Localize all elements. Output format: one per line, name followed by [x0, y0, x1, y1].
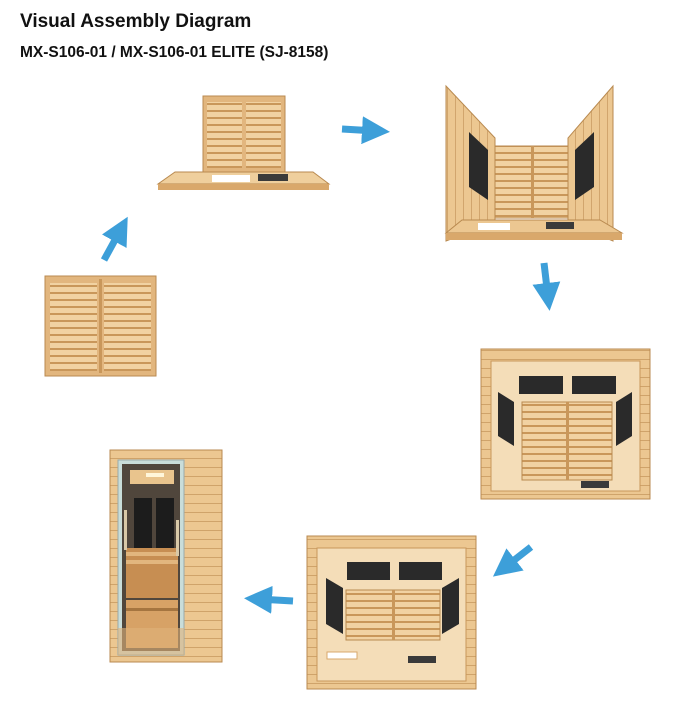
- step-6-door-installed-complete: [109, 449, 223, 663]
- arrow-step2-to-step3: [341, 116, 390, 145]
- step-1-back-wall-panel: [44, 275, 157, 377]
- step-5-roof-added: [306, 535, 477, 690]
- page-title: Visual Assembly Diagram: [20, 11, 252, 32]
- arrow-step3-to-step4: [532, 262, 561, 311]
- model-subtitle: MX-S106-01 / MX-S106-01 ELITE (SJ-8158): [20, 44, 329, 61]
- step-2-back-wall-on-floor: [156, 95, 331, 190]
- step-4-bench-and-front-frame: [480, 348, 651, 500]
- arrow-step5-to-step6: [244, 585, 294, 614]
- arrow-step1-to-step2: [100, 216, 128, 262]
- arrow-step4-to-step5: [492, 544, 534, 577]
- step-3-side-walls-added: [444, 84, 624, 242]
